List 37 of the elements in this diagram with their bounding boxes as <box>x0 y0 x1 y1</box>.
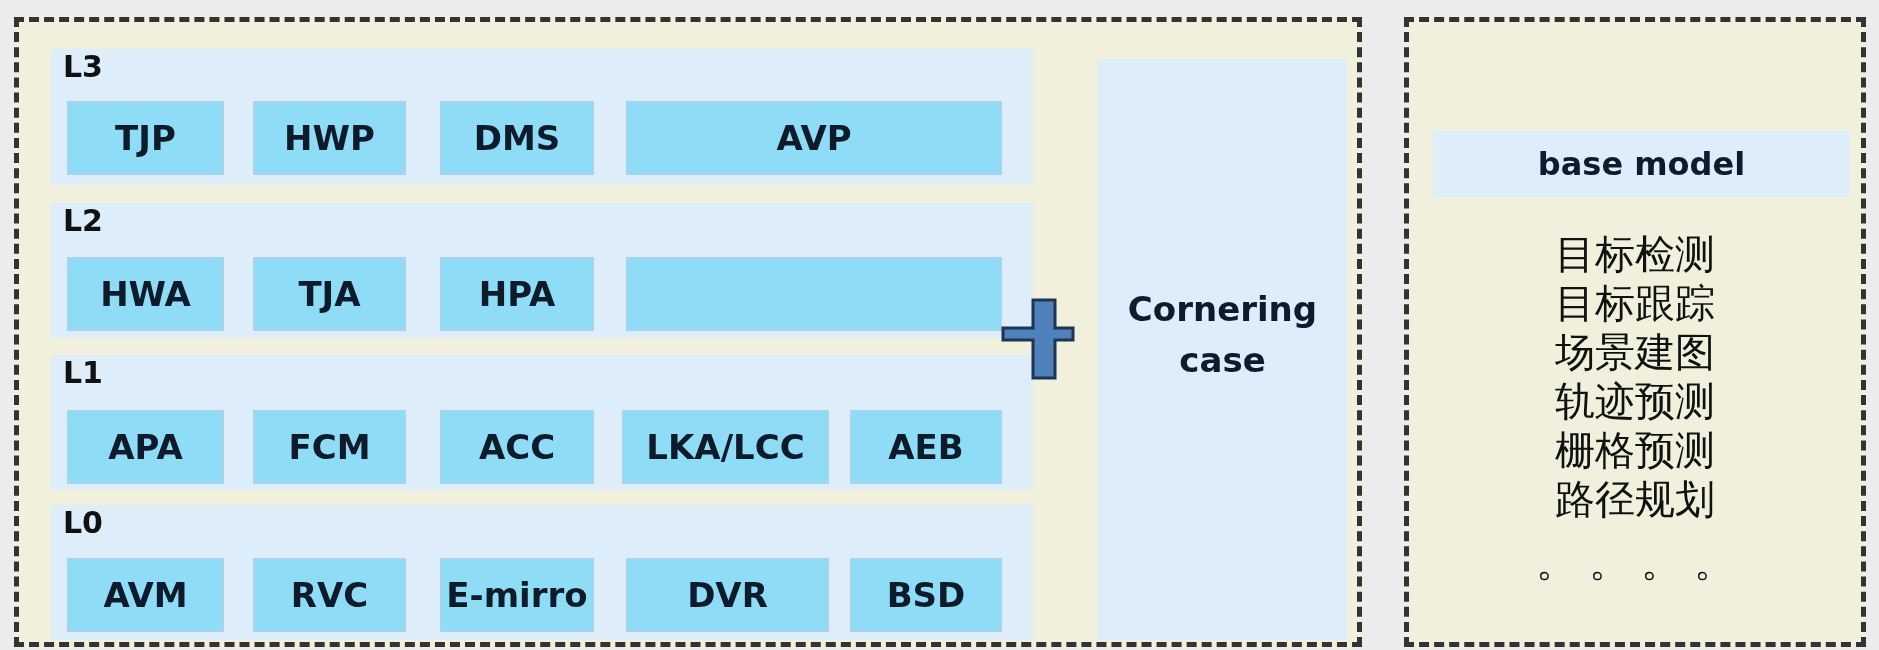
function-box: TJP <box>67 101 224 175</box>
level-band <box>51 203 1033 338</box>
function-box: RVC <box>253 558 406 632</box>
task-text: 轨迹预测 <box>1555 377 1715 425</box>
task-text: 路径规划 <box>1555 475 1715 523</box>
function-box: E-mirro <box>440 558 594 632</box>
function-box: TJA <box>253 257 406 331</box>
function-box: AVM <box>67 558 224 632</box>
level-label: L0 <box>63 505 103 540</box>
model-box: base model <box>1433 131 1850 197</box>
function-box: APA <box>67 410 224 484</box>
function-box: HPA <box>440 257 594 331</box>
function-box: BSD <box>850 558 1002 632</box>
function-box: ACC <box>440 410 594 484</box>
level-label: L1 <box>63 355 103 390</box>
function-box: AEB <box>850 410 1002 484</box>
task-text: 栅格预测 <box>1555 426 1715 474</box>
task-text: 场景建图 <box>1555 328 1715 376</box>
case-box: Cornering case <box>1098 59 1347 640</box>
function-box <box>626 257 1002 331</box>
ellipsis-text: 。 。 。 。 <box>1535 538 1735 586</box>
function-box: HWP <box>253 101 406 175</box>
task-text: 目标跟踪 <box>1555 279 1715 327</box>
dashed-panel <box>1404 17 1866 647</box>
function-box: FCM <box>253 410 406 484</box>
function-box: LKA/LCC <box>622 410 829 484</box>
dashed-panel <box>14 17 1362 647</box>
function-box: DMS <box>440 101 594 175</box>
level-band <box>51 49 1033 185</box>
function-box: HWA <box>67 257 224 331</box>
level-band <box>51 505 1033 640</box>
function-box: AVP <box>626 101 1002 175</box>
level-label: L3 <box>63 49 103 84</box>
level-label: L2 <box>63 203 103 238</box>
level-band <box>51 355 1033 490</box>
task-text: 目标检测 <box>1555 230 1715 278</box>
function-box: DVR <box>626 558 829 632</box>
